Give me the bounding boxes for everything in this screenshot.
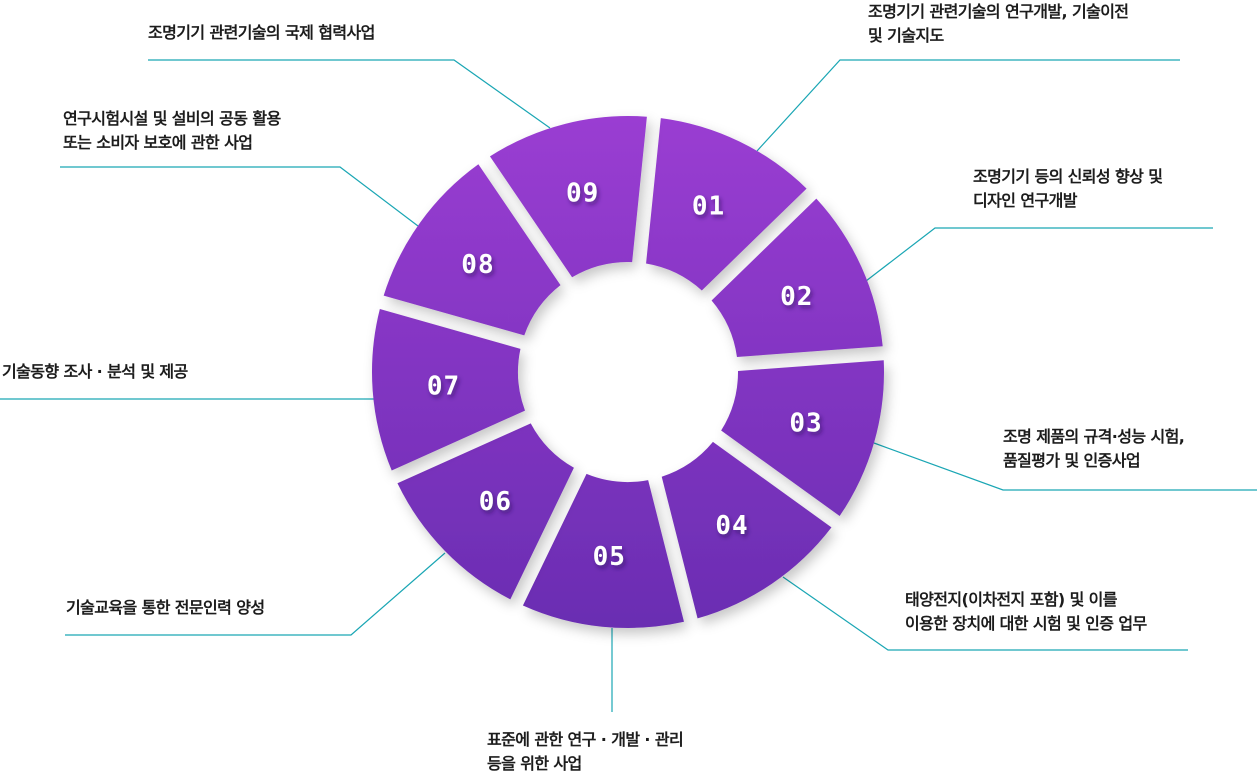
connector-line-08	[60, 166, 419, 227]
ring-segment-01	[646, 118, 807, 291]
ring-segment-05	[522, 473, 684, 628]
segment-number-01: 01	[692, 191, 725, 221]
segment-number-07: 07	[427, 372, 460, 402]
description-line: 등을 위한 사업	[487, 754, 582, 773]
description-line: 및 기술지도	[868, 26, 944, 45]
description-line: 조명기기 등의 신뢰성 향상 및	[973, 167, 1163, 186]
description-line: 디자인 연구개발	[973, 191, 1077, 210]
connector-line-04	[782, 576, 1188, 651]
segment-number-08: 08	[461, 250, 494, 280]
connector-line-09	[148, 59, 551, 129]
ring-segment-03	[721, 360, 884, 517]
ring-segment-07	[372, 309, 526, 471]
ring-segment-04	[661, 441, 832, 619]
connector-line-01	[756, 59, 1180, 152]
description-07: 기술동향 조사 · 분석 및 제공	[2, 360, 188, 384]
segment-number-09: 09	[566, 179, 599, 209]
connector-line-06	[65, 552, 446, 636]
connector-line-03	[873, 442, 1257, 491]
description-line: 조명 제품의 규격·성능 시험,	[1003, 427, 1185, 446]
description-line: 이용한 장치에 대한 시험 및 인증 업무	[905, 614, 1147, 633]
description-line: 연구시험시설 및 설비의 공동 활용	[63, 109, 281, 128]
ring-segment-08	[383, 164, 561, 336]
ring-segment-02	[711, 198, 883, 357]
segment-number-05: 05	[593, 542, 626, 572]
description-line: 기술동향 조사 · 분석 및 제공	[2, 362, 188, 381]
ring-segment-06	[397, 423, 574, 600]
description-03: 조명 제품의 규격·성능 시험, 품질평가 및 인증사업	[1003, 425, 1185, 473]
segment-number-06: 06	[479, 487, 512, 517]
connector-lines	[0, 59, 1257, 712]
description-line: 조명기기 관련기술의 연구개발, 기술이전	[868, 2, 1129, 21]
ring-segment-09	[489, 116, 647, 278]
ring-segments	[372, 116, 884, 628]
description-line: 표준에 관한 연구 · 개발 · 관리	[487, 730, 684, 749]
description-09: 조명기기 관련기술의 국제 협력사업	[148, 21, 375, 45]
description-line: 기술교육을 통한 전문인력 양성	[66, 598, 265, 617]
segment-number-04: 04	[715, 511, 748, 541]
description-line: 조명기기 관련기술의 국제 협력사업	[148, 23, 375, 42]
description-line: 태양전지(이차전지 포함) 및 이를	[905, 590, 1118, 609]
segment-number-03: 03	[789, 408, 822, 438]
segment-number-02: 02	[780, 282, 813, 312]
description-line: 또는 소비자 보호에 관한 사업	[63, 133, 253, 152]
description-line: 품질평가 및 인증사업	[1003, 451, 1141, 470]
segment-labels: 01 02 03 04 05 06 07 08 09	[427, 179, 822, 572]
connector-line-02	[865, 227, 1213, 282]
description-06: 기술교육을 통한 전문인력 양성	[66, 596, 265, 620]
